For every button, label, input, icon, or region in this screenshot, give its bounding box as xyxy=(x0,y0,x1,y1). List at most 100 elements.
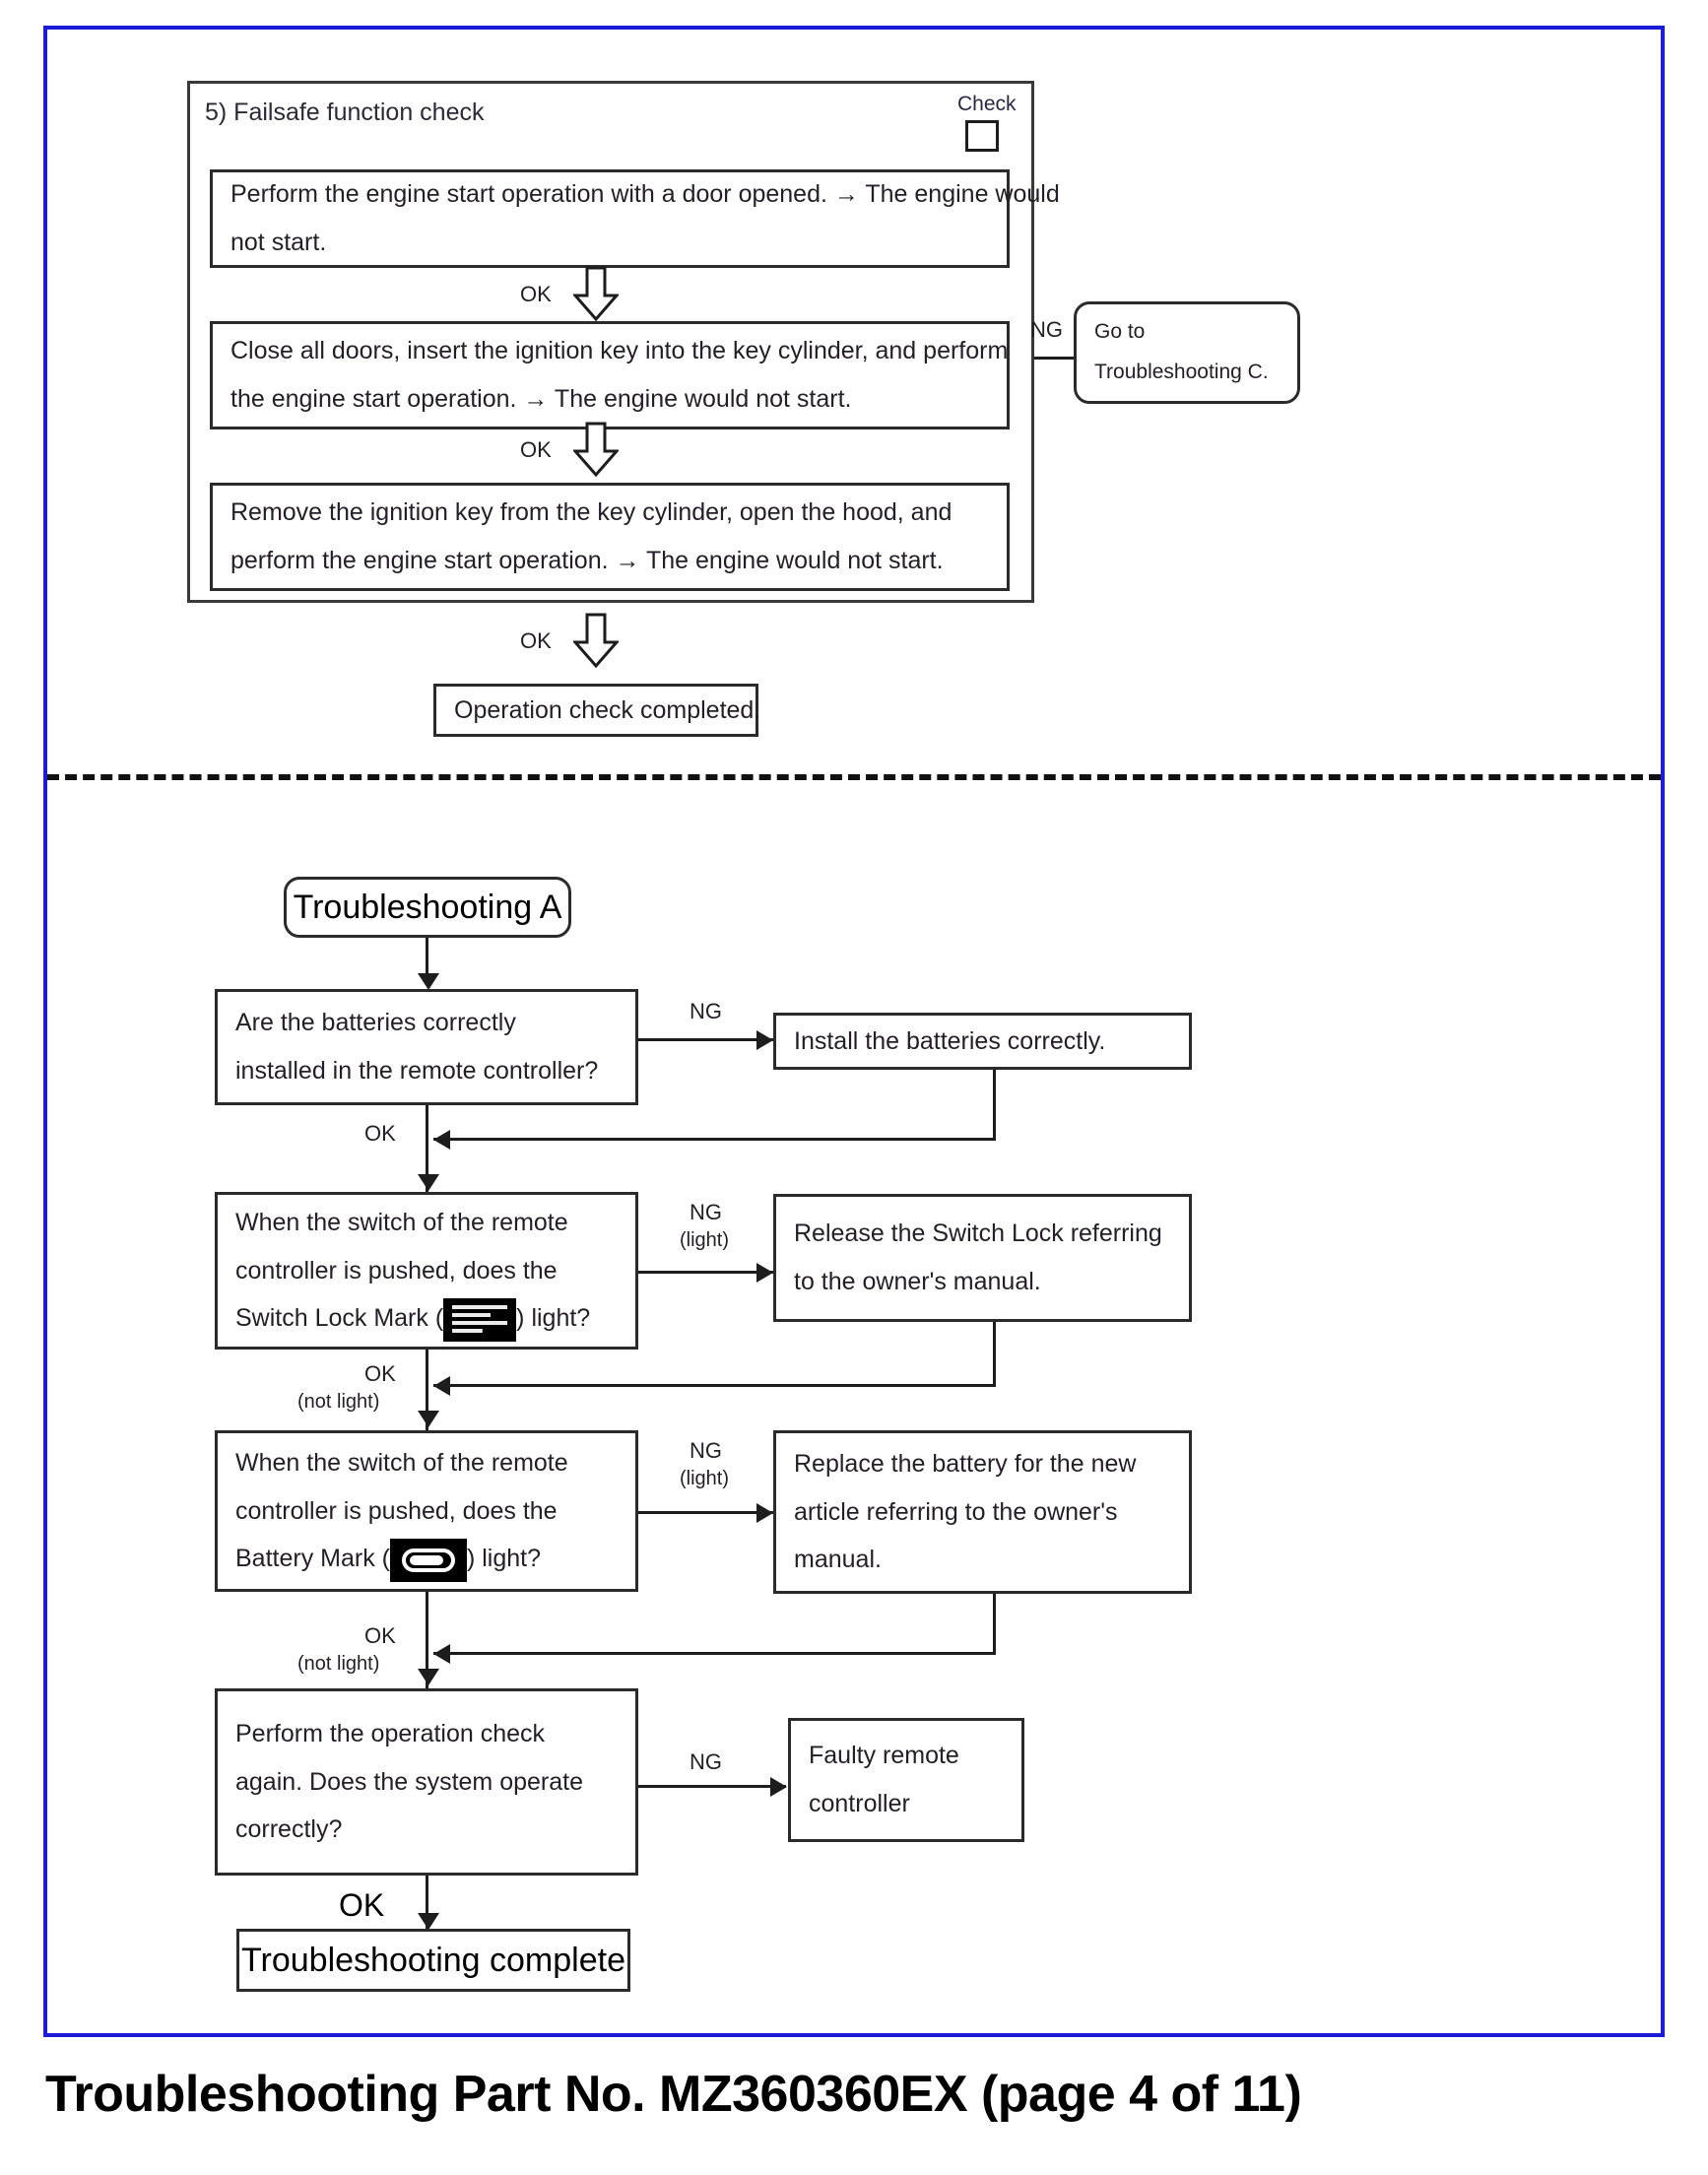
ok-label-b1: OK xyxy=(364,1121,396,1146)
start-arrow xyxy=(418,973,439,990)
result-line: Faulty remote xyxy=(809,1742,959,1770)
step-line: controller is pushed, does the xyxy=(235,1496,558,1525)
ng-label-4: NG xyxy=(690,1749,722,1774)
switch-lock-text-pre: Switch Lock Mark ( xyxy=(235,1304,444,1333)
ignition-key-start-check: Close all doors, insert the ignition key… xyxy=(210,321,1010,429)
block-arrow-down-2 xyxy=(573,422,619,477)
action-line: Replace the battery for the new xyxy=(794,1449,1137,1478)
hood-open-start-check: Remove the ignition key from the key cyl… xyxy=(210,483,1010,591)
page-border xyxy=(43,26,1665,2037)
switch-lock-mark-icon xyxy=(443,1297,517,1342)
battery-mark-icon xyxy=(389,1538,467,1582)
return-line-3-v xyxy=(993,1594,996,1655)
ng-arrow-4 xyxy=(770,1777,787,1797)
step-line: Perform the engine start operation with … xyxy=(230,180,1060,209)
action-line: article referring to the owner's xyxy=(794,1497,1118,1526)
replace-battery-action: Replace the battery for the new article … xyxy=(773,1430,1192,1594)
switch-lock-mark-check: When the switch of the remote controller… xyxy=(215,1192,638,1350)
light-label-2: (light) xyxy=(680,1229,730,1251)
return-line-1-v xyxy=(993,1070,996,1141)
block-arrow-down-1 xyxy=(573,266,619,321)
operation-check-completed: Operation check completed. xyxy=(433,684,760,737)
check-checkbox[interactable] xyxy=(965,120,999,152)
action-line: Install the batteries correctly. xyxy=(794,1026,1106,1055)
failsafe-heading: 5) Failsafe function check xyxy=(205,99,485,126)
step-line: perform the engine start operation. → Th… xyxy=(230,547,944,574)
not-light-label-3: (not light) xyxy=(297,1653,380,1675)
goto-troubleshooting-c: Go to Troubleshooting C. xyxy=(1074,301,1300,404)
battery-text-post: ) light? xyxy=(466,1545,542,1573)
ng-label-1: NG xyxy=(690,999,722,1023)
ok-arrow-4 xyxy=(418,1913,439,1930)
return-line-2-h xyxy=(433,1384,995,1387)
light-label-3: (light) xyxy=(680,1468,730,1489)
ok-line-2 xyxy=(426,1350,428,1440)
ng-arrow-2 xyxy=(756,1263,773,1283)
block-arrow-down-3 xyxy=(573,613,619,668)
switch-lock-text-post: ) light? xyxy=(516,1304,591,1333)
ng-arrow-1 xyxy=(756,1030,773,1050)
ng-line-2 xyxy=(638,1271,773,1274)
return-line-1-h xyxy=(433,1138,995,1141)
troubleshooting-complete: Troubleshooting complete xyxy=(236,1929,630,1992)
faulty-remote-result: Faulty remote controller xyxy=(788,1718,1024,1842)
step-line-with-mark: Switch Lock Mark ( ) light? xyxy=(218,1294,635,1343)
ok-arrow-2 xyxy=(418,1411,439,1427)
ng-label-3: NG xyxy=(690,1438,722,1463)
step-line: When the switch of the remote xyxy=(235,1448,568,1477)
battery-mark-check: When the switch of the remote controller… xyxy=(215,1430,638,1592)
ng-label-top: NG xyxy=(1030,317,1063,342)
page-caption: Troubleshooting Part No. MZ360360EX (pag… xyxy=(45,2066,1302,2123)
install-batteries-action: Install the batteries correctly. xyxy=(773,1013,1192,1070)
ok-line-1 xyxy=(426,1105,428,1233)
release-switch-lock-action: Release the Switch Lock referring to the… xyxy=(773,1194,1192,1322)
goto-line2: Troubleshooting C. xyxy=(1094,361,1269,383)
ok-line-4 xyxy=(426,1876,428,1929)
operation-recheck: Perform the operation check again. Does … xyxy=(215,1688,638,1876)
step-line-with-mark: Battery Mark ( ) light? xyxy=(218,1535,635,1583)
action-line: to the owner's manual. xyxy=(794,1268,1041,1295)
ng-line-3 xyxy=(638,1511,773,1514)
ok-label-3: OK xyxy=(520,628,552,653)
step-line: Are the batteries correctly xyxy=(235,1009,516,1037)
return-line-3-h xyxy=(433,1652,995,1655)
step-line: Perform the operation check xyxy=(235,1719,546,1747)
ng-line-4 xyxy=(638,1785,786,1788)
step-line: Close all doors, insert the ignition key… xyxy=(230,337,1009,365)
ng-connector-line-top xyxy=(1034,357,1095,360)
door-open-start-check: Perform the engine start operation with … xyxy=(210,169,1060,268)
return-line-2-v xyxy=(993,1322,996,1387)
result-line: controller xyxy=(809,1790,910,1817)
ng-label-2: NG xyxy=(690,1200,722,1224)
ok-label-1: OK xyxy=(520,282,552,306)
ok-line-3 xyxy=(426,1592,428,1696)
ok-arrow-1 xyxy=(418,1174,439,1191)
action-line: manual. xyxy=(794,1546,882,1574)
section-divider xyxy=(47,774,1661,780)
battery-text-pre: Battery Mark ( xyxy=(235,1545,390,1573)
ok-label-b2: OK xyxy=(364,1361,396,1386)
not-light-label-2: (not light) xyxy=(297,1391,380,1413)
step-line: correctly? xyxy=(235,1815,343,1844)
step-line: When the switch of the remote xyxy=(235,1208,568,1236)
ok-label-b4: OK xyxy=(339,1887,385,1923)
batteries-installed-check: Are the batteries correctly installed in… xyxy=(215,989,638,1105)
ng-line-1 xyxy=(638,1038,773,1041)
start-connector xyxy=(426,938,428,983)
step-line: again. Does the system operate xyxy=(235,1767,583,1796)
return-arrow-3 xyxy=(433,1644,450,1664)
action-line: Release the Switch Lock referring xyxy=(794,1219,1162,1248)
check-label: Check xyxy=(957,93,1017,115)
ng-arrow-3 xyxy=(756,1503,773,1523)
troubleshooting-a-start: Troubleshooting A xyxy=(284,877,571,938)
return-arrow-2 xyxy=(433,1376,450,1396)
goto-line1: Go to xyxy=(1094,320,1146,344)
ok-label-2: OK xyxy=(520,437,552,462)
step-line: Remove the ignition key from the key cyl… xyxy=(230,498,953,527)
return-arrow-1 xyxy=(433,1130,450,1150)
start-label: Troubleshooting A xyxy=(293,888,562,926)
ok-arrow-3 xyxy=(418,1669,439,1685)
step-line: installed in the remote controller? xyxy=(235,1057,599,1085)
end-label: Troubleshooting complete xyxy=(241,1941,625,1979)
